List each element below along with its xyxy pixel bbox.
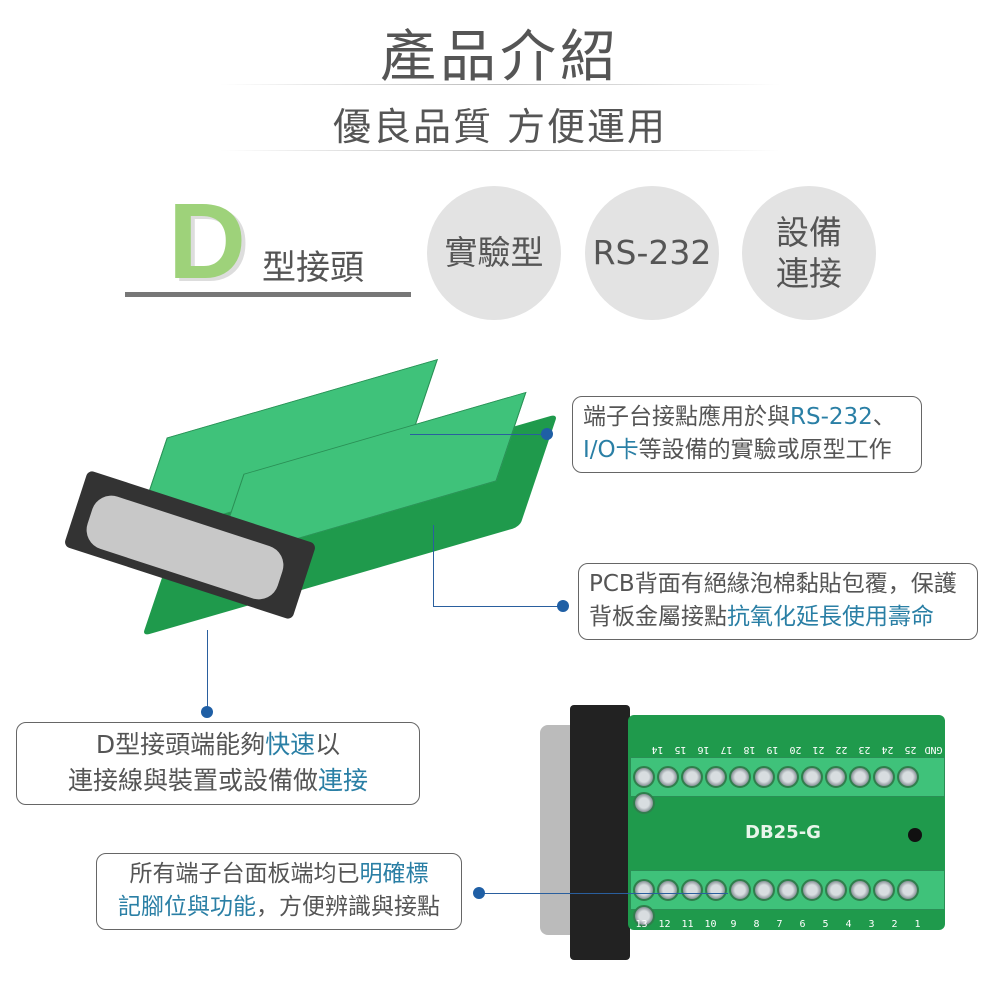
terminal-screw	[777, 879, 799, 901]
callout-text: PCB背面有絕緣泡棉黏貼包覆，保護 背板金屬接點	[589, 571, 957, 631]
pin-label: 16	[697, 744, 710, 755]
terminal-screw	[849, 879, 871, 901]
callout-text: D型接頭端能夠	[95, 730, 266, 759]
terminal-screw	[777, 766, 799, 788]
pin-label: 8	[753, 919, 760, 930]
terminal-screw	[753, 766, 775, 788]
callout-pin-labels: 所有端子台面板端均已明確標 記腳位與功能，方便辨識與接點	[96, 853, 462, 930]
terminal-screw	[801, 766, 823, 788]
highlighted-text: 連接	[318, 766, 369, 796]
pin-label: 19	[766, 744, 779, 755]
badge-label: 型接頭	[262, 248, 364, 288]
terminal-screw	[729, 766, 751, 788]
pin-label: 14	[651, 744, 664, 755]
pin-label: GND	[924, 744, 943, 755]
terminal-screw	[801, 879, 823, 901]
leader-dot	[541, 428, 553, 440]
pin-label: 9	[730, 919, 737, 930]
feature-rs232: RS-232	[585, 186, 719, 320]
pin-label: 5	[822, 919, 829, 930]
pin-label: 4	[845, 919, 852, 930]
callout-pcb-insulation: PCB背面有絕緣泡棉黏貼包覆，保護 背板金屬接點抗氧化延長使用壽命	[578, 563, 978, 640]
board-model-label: DB25-G	[745, 822, 821, 843]
divider	[220, 150, 780, 151]
leader-line	[478, 893, 728, 894]
pin-label: 17	[720, 744, 733, 755]
pin-label: 18	[743, 744, 756, 755]
callout-text: ，方便辨識與接點	[256, 894, 440, 921]
pin-label: 21	[812, 744, 825, 755]
leader-dot	[557, 600, 569, 612]
terminal-screw	[825, 879, 847, 901]
terminal-screw	[705, 766, 727, 788]
terminal-screw	[633, 879, 655, 901]
page-title: 產品介紹	[380, 25, 620, 90]
terminal-screw	[657, 879, 679, 901]
callout-text: 等設備的實驗或原型工作	[638, 437, 892, 464]
terminal-screw	[873, 879, 895, 901]
feature-device-connect: 設備 連接	[742, 186, 876, 320]
callout-text: 以 連接線與裝置或設備做	[67, 730, 341, 796]
pin-label: 13	[635, 919, 648, 930]
page-subtitle: 優良品質 方便運用	[332, 105, 668, 149]
highlighted-text: 記腳位與功能	[118, 894, 256, 921]
leader-line	[410, 434, 550, 435]
terminal-screw	[825, 766, 847, 788]
feature-experimental: 實驗型	[427, 186, 561, 320]
highlighted-text: 明確標	[359, 861, 429, 887]
pin-label: 23	[858, 744, 871, 755]
pin-label: 7	[776, 919, 783, 930]
pin-label: 6	[799, 919, 806, 930]
terminal-screw	[897, 879, 919, 901]
terminal-screw	[681, 766, 703, 788]
terminal-screw	[633, 792, 655, 814]
pin-label: 3	[868, 919, 875, 930]
callout-text: 、	[872, 404, 896, 430]
pin-label: 25	[904, 744, 917, 755]
pin-label: 20	[789, 744, 802, 755]
badge-underline	[125, 292, 411, 297]
callout-quick-connect: D型接頭端能夠快速以 連接線與裝置或設備做連接	[16, 722, 420, 805]
pin-label: 15	[674, 744, 687, 755]
pin-label: 1	[914, 919, 921, 930]
divider	[220, 84, 780, 85]
callout-text: 所有端子台面板端均已	[129, 861, 360, 887]
product-photo-angled	[60, 355, 558, 637]
leader-line	[433, 606, 563, 607]
callout-text: 端子台接點應用於與	[583, 404, 790, 430]
callout-application: 端子台接點應用於與RS-232、 I/O卡等設備的實驗或原型工作	[572, 396, 922, 473]
leader-dot	[201, 706, 213, 718]
terminal-screw	[849, 766, 871, 788]
highlighted-text: RS-232	[790, 404, 873, 430]
leader-line	[433, 525, 434, 607]
terminal-screw	[633, 766, 655, 788]
pin-label: 11	[681, 919, 694, 930]
terminal-screw	[657, 766, 679, 788]
terminal-screw	[753, 879, 775, 901]
leader-dot	[473, 887, 485, 899]
terminal-screw	[681, 879, 703, 901]
highlighted-text: I/O卡	[583, 437, 639, 464]
highlighted-text: 快速	[265, 730, 316, 759]
terminal-screw	[633, 905, 655, 927]
pin-label: 12	[658, 919, 671, 930]
leader-line	[207, 630, 208, 712]
badge-letter: D	[168, 180, 246, 301]
pin-label: 10	[704, 919, 717, 930]
pin-label: 2	[891, 919, 898, 930]
terminal-screw	[705, 879, 727, 901]
terminal-screw	[729, 879, 751, 901]
terminal-screw	[897, 766, 919, 788]
highlighted-text: 抗氧化延長使用壽命	[727, 604, 934, 631]
pin-label: 24	[881, 744, 894, 755]
pin-label: 22	[835, 744, 848, 755]
terminal-screw	[873, 766, 895, 788]
